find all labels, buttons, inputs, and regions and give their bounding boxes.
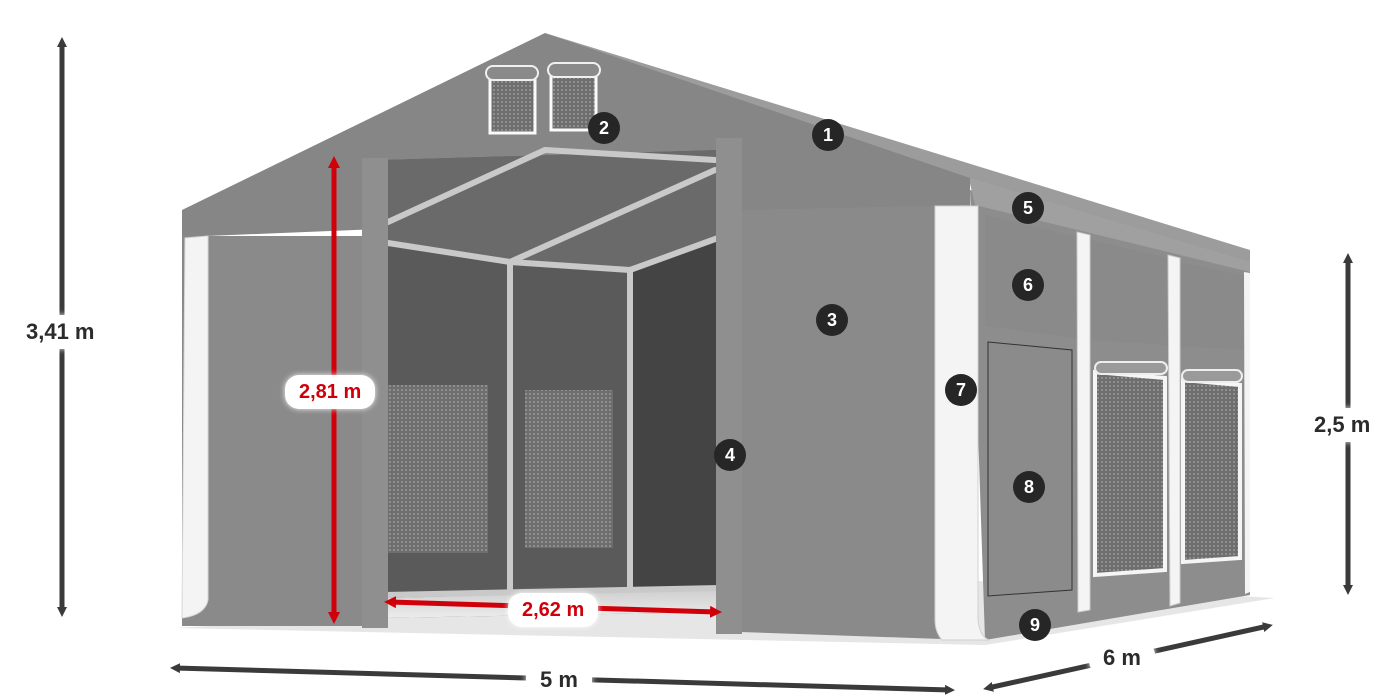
dimension-door-height: 2,81 m [285,375,376,409]
dimension-side-height: 2,5 m [1300,408,1385,442]
door-opening [362,138,742,634]
marker-5-eave: 5 [1012,192,1044,224]
marker-8-side-door: 8 [1013,471,1045,503]
gable-vents [485,62,601,135]
marker-3-front-wall: 3 [816,304,848,336]
marker-6-side-panel: 6 [1012,269,1044,301]
dimension-length: 6 m [1089,641,1155,675]
marker-9-ground-skirt: 9 [1019,609,1051,641]
dimension-width: 5 m [526,663,592,697]
side-wall [968,175,1250,640]
corner-straps [181,205,991,641]
marker-2-gable-vents: 2 [588,112,620,144]
marker-7-corner-strap: 7 [945,374,977,406]
dimension-total-height: 3,41 m [12,315,109,349]
marker-4-door-curtain: 4 [714,439,746,471]
dimension-door-width: 2,62 m [508,593,599,627]
marker-1-roof: 1 [812,119,844,151]
